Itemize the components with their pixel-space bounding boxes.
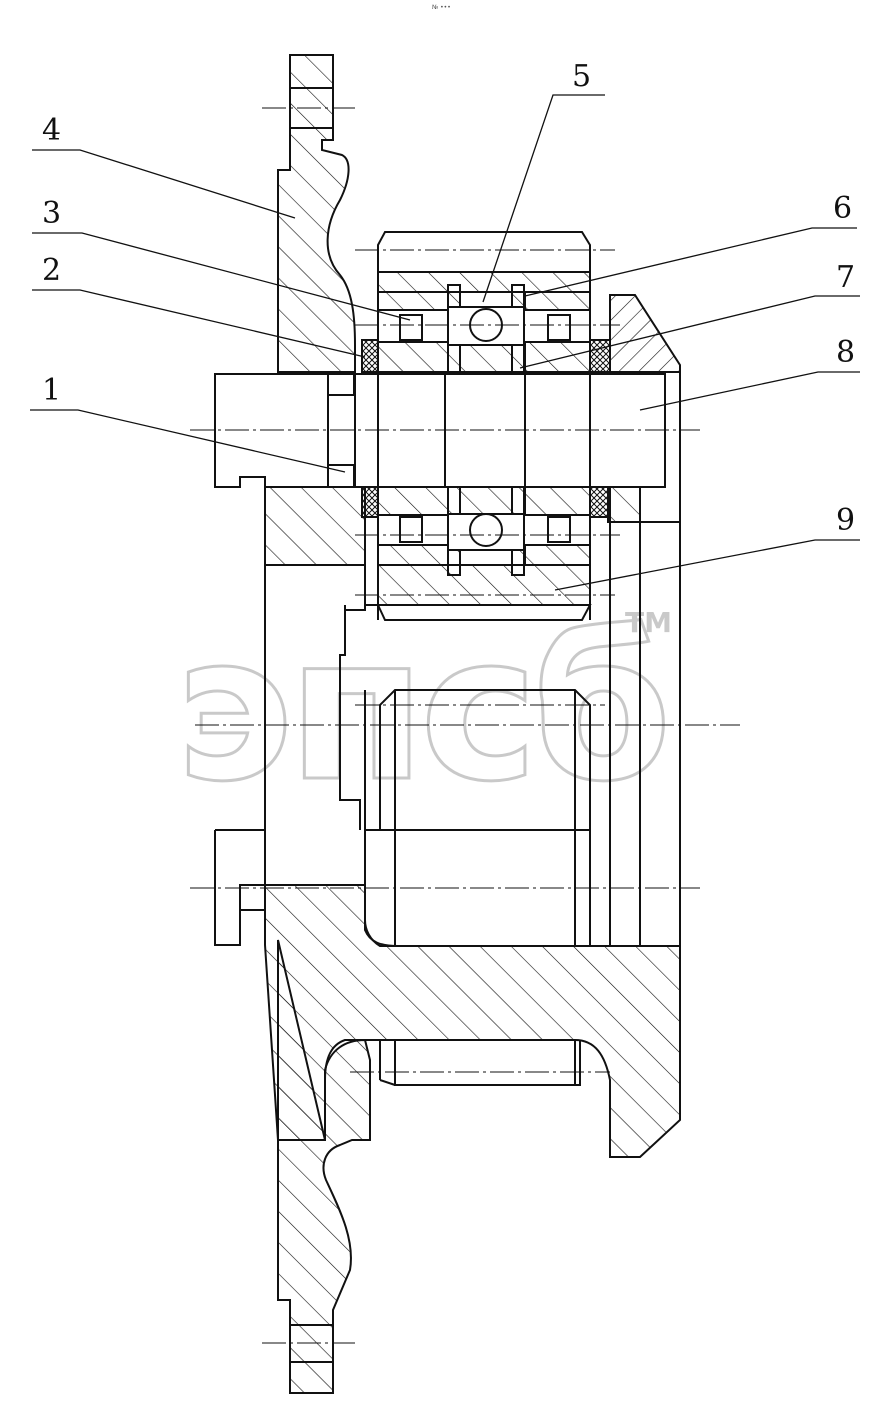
callout-4: 4 bbox=[42, 113, 61, 148]
part-9-gear bbox=[365, 231, 592, 621]
callout-3: 3 bbox=[42, 196, 61, 231]
center-lines bbox=[190, 107, 740, 1344]
callout-leaders bbox=[30, 94, 860, 591]
bearing-assembly bbox=[361, 284, 611, 576]
callout-7: 7 bbox=[836, 260, 855, 295]
housing bbox=[214, 294, 681, 1158]
callout-1: 1 bbox=[42, 373, 61, 408]
callout-5: 5 bbox=[572, 59, 591, 94]
watermark-trademark: TM bbox=[625, 606, 672, 639]
callout-numbers: 5 4 3 2 6 7 8 1 9 bbox=[42, 59, 855, 538]
header-mark: № ••• bbox=[432, 4, 451, 11]
callout-9: 9 bbox=[836, 503, 855, 538]
callout-2: 2 bbox=[42, 253, 61, 288]
callout-6: 6 bbox=[833, 191, 852, 226]
lower-roller bbox=[364, 689, 591, 1086]
callout-8: 8 bbox=[836, 335, 855, 370]
watermark-text: эпсб bbox=[175, 593, 666, 826]
watermark: эпсб TM bbox=[174, 592, 674, 828]
